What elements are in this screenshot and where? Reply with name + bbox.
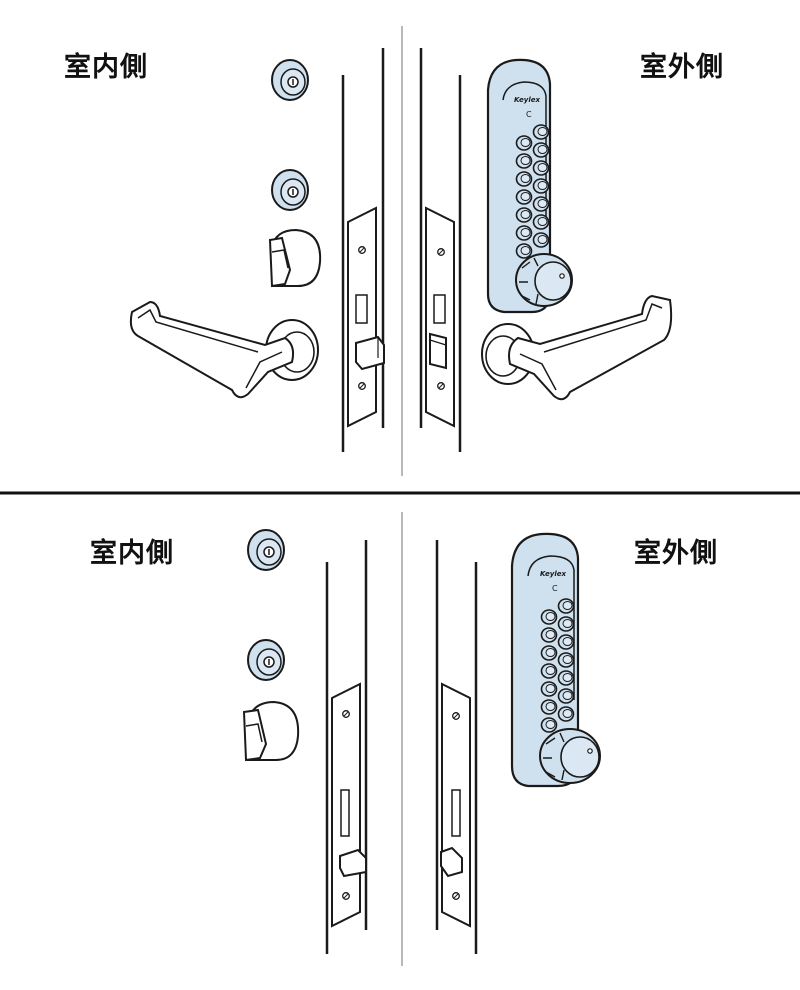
bottom-keypad-brand: Keylex xyxy=(540,570,566,578)
svg-text:C: C xyxy=(526,110,532,119)
top-outside-lever-handle xyxy=(481,294,673,401)
svg-text:C: C xyxy=(552,584,558,593)
top-outside-strike-plate xyxy=(425,206,455,428)
top-keypad-brand: Keylex xyxy=(514,96,540,104)
bottom-inside-label: 室内側 xyxy=(90,538,174,569)
top-outside-label: 室外側 xyxy=(640,52,724,83)
bottom-thumbturn xyxy=(242,700,300,762)
bottom-key-cylinder-upper xyxy=(247,529,285,571)
bottom-inside-strike-plate xyxy=(331,682,367,928)
bottom-key-cylinder-lower xyxy=(247,639,285,681)
top-key-cylinder-upper xyxy=(271,59,309,101)
top-thumbturn xyxy=(268,228,322,288)
top-inside-label: 室内側 xyxy=(64,52,148,83)
bottom-outside-label: 室外側 xyxy=(634,538,718,569)
top-keypad: Keylex C xyxy=(486,58,573,314)
bottom-outside-strike-plate xyxy=(440,682,471,928)
top-inside-strike-plate xyxy=(347,206,385,428)
top-inside-lever-handle xyxy=(129,300,319,399)
bottom-keypad: Keylex C xyxy=(510,532,601,788)
top-key-cylinder-lower xyxy=(271,169,309,211)
